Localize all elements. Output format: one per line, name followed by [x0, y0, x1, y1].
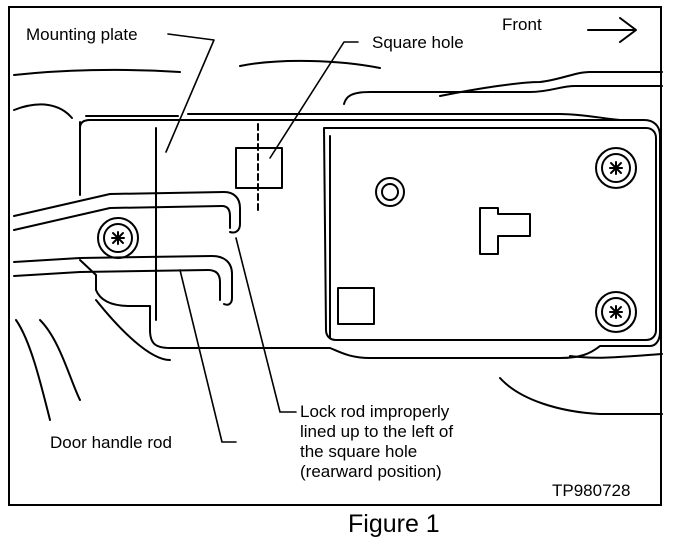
label-lock-rod-line-4: (rearward position) [300, 462, 442, 481]
lock-rod-inner [13, 205, 231, 231]
leader-lock-rod [235, 237, 297, 413]
round-hole-outer [375, 177, 405, 207]
mounting-plate-top-edge [85, 113, 621, 121]
panel-curve-top [239, 59, 381, 69]
panel-curve-lower-left-2 [39, 319, 81, 401]
leader-door-handle-rod [179, 269, 237, 443]
bolt-icon [97, 217, 139, 259]
figure-caption: Figure 1 [348, 510, 440, 538]
lower-cutout [337, 287, 375, 325]
lock-rod [13, 191, 241, 234]
mounting-plate-outline [79, 119, 661, 359]
panel-curve-top-right [439, 71, 663, 97]
bolt-icon [595, 147, 637, 189]
label-square-hole: Square hole [372, 33, 464, 52]
figure-code: TP980728 [552, 481, 631, 500]
bolt-icon [595, 291, 637, 333]
label-lock-rod-line-2: lined up to the left of [300, 422, 454, 441]
panel-curve-lower-left-3 [95, 299, 171, 361]
leader-mounting-plate [165, 33, 215, 153]
panel-curve-lower-left-1 [15, 319, 51, 421]
label-mounting-plate: Mounting plate [26, 25, 138, 44]
label-lock-rod-line-1: Lock rod improperly [300, 402, 450, 421]
door-handle-rod [13, 255, 233, 306]
label-door-handle-rod: Door handle rod [50, 433, 172, 452]
lock-body-plate [323, 127, 657, 341]
leader-square-hole [269, 41, 359, 159]
panel-curve-lower-right [499, 377, 663, 415]
latch-cutout [479, 207, 531, 255]
label-lock-rod: Lock rod improperly lined up to the left… [300, 402, 510, 482]
arrow-right-icon [587, 17, 637, 43]
panel-flange [343, 85, 663, 105]
door-handle-rod-inner [13, 269, 221, 301]
panel-curve-top-left [13, 68, 181, 76]
label-front: Front [502, 15, 542, 34]
round-hole-inner [381, 183, 399, 201]
panel-curve-left [13, 103, 73, 119]
label-lock-rod-line-3: the square hole [300, 442, 418, 461]
